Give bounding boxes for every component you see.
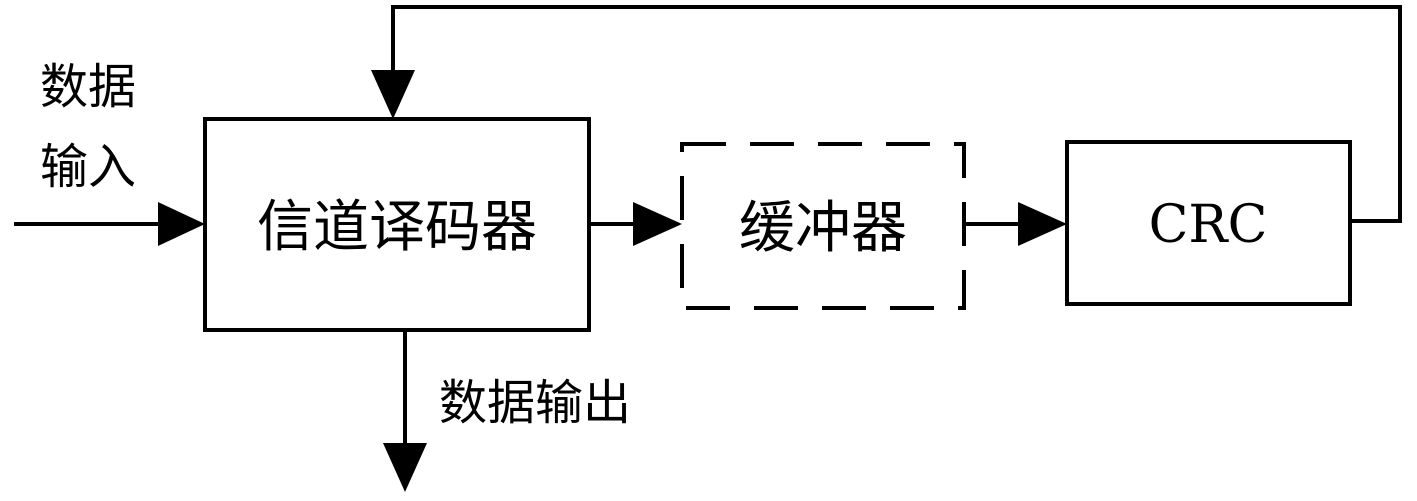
output-arrow — [383, 330, 427, 492]
input-label-line1: 数据 — [40, 59, 136, 115]
crc-label: CRC — [1149, 195, 1268, 255]
decoder-block: 信道译码器 — [203, 117, 591, 332]
input-arrow — [14, 202, 205, 246]
buffer-label: 缓冲器 — [739, 196, 907, 261]
buffer-to-crc-arrow — [964, 202, 1067, 246]
feedback-arrow — [371, 5, 1402, 223]
buffer-block: 缓冲器 — [680, 142, 966, 310]
output-label: 数据输出 — [439, 375, 631, 431]
crc-block: CRC — [1065, 140, 1352, 306]
input-label-line2: 输入 — [40, 139, 136, 195]
decoder-label: 信道译码器 — [257, 195, 537, 260]
decoder-to-buffer-arrow — [589, 202, 682, 246]
